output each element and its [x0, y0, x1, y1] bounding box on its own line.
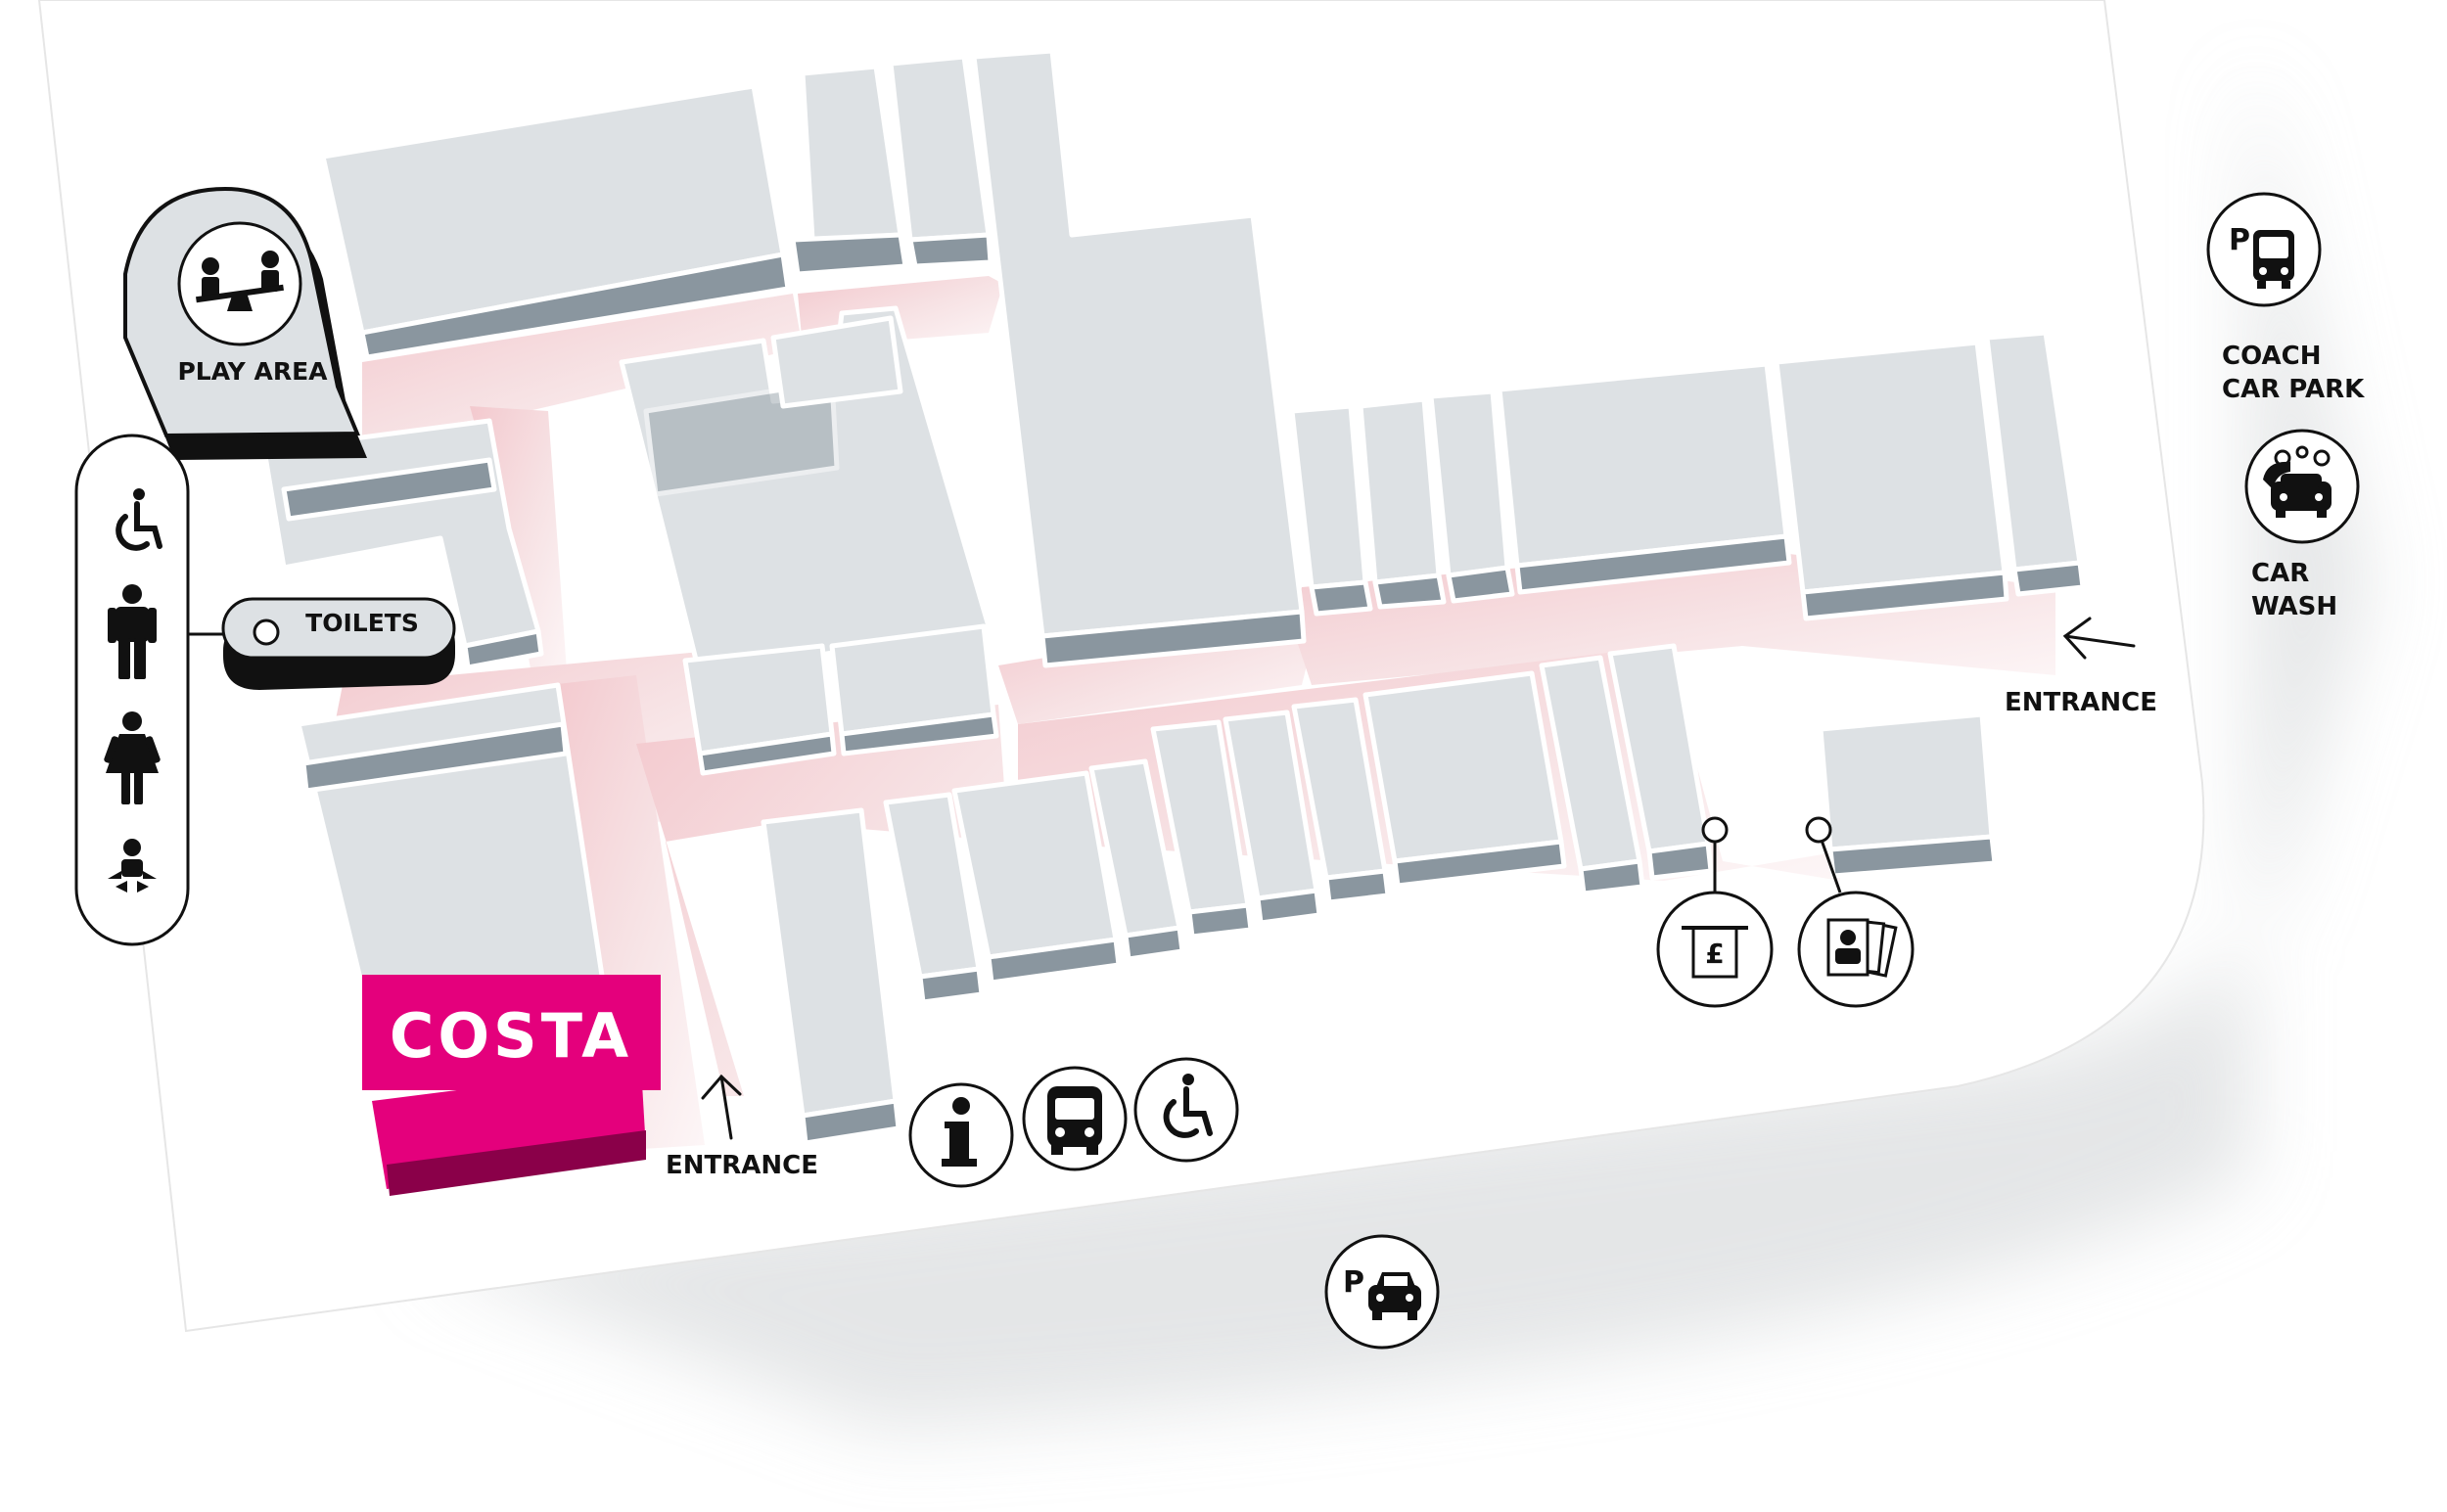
building-side — [1392, 839, 1567, 889]
bus-stop-marker[interactable] — [1022, 1066, 1128, 1171]
building-side — [1323, 868, 1391, 905]
building — [770, 315, 903, 409]
information-icon — [942, 1097, 977, 1167]
cash-machine-marker[interactable]: £ — [1656, 816, 1774, 1008]
information-marker[interactable] — [908, 1082, 1014, 1188]
building-side — [1309, 579, 1373, 617]
building-side — [1123, 925, 1185, 962]
car-wash-icon — [2263, 445, 2332, 518]
toilets-pill — [221, 597, 456, 660]
costa-building-side — [387, 1130, 646, 1196]
toilets-icon-panel — [74, 434, 190, 946]
building — [1774, 340, 2008, 595]
bus-icon — [1047, 1086, 1102, 1155]
building-side — [839, 711, 999, 756]
building-side — [907, 232, 993, 269]
building — [1362, 670, 1564, 864]
car-wash-label-2: WASH — [2251, 592, 2337, 621]
arrow-left-icon — [2062, 617, 2136, 660]
coach-car-park-label-2: CAR PARK — [2222, 375, 2365, 404]
toilets-label: TOILETS — [305, 609, 419, 637]
photo-booth-icon — [1826, 918, 1898, 978]
coach-car-park-marker[interactable]: P COACH CAR PARK — [2206, 192, 2365, 404]
coach-car-park-label-1: COACH — [2222, 342, 2321, 371]
building — [1497, 361, 1789, 569]
seesaw-icon — [196, 251, 284, 311]
car-wash-marker[interactable]: CAR WASH — [2244, 429, 2360, 621]
building-side — [697, 731, 837, 776]
cash-machine-icon: £ — [1682, 926, 1748, 979]
entrance-south-label: ENTRANCE — [666, 1151, 818, 1180]
building-side — [1514, 533, 1792, 595]
wheelchair-icon — [1163, 1074, 1213, 1138]
building-side — [1039, 609, 1307, 668]
costa-logo-text: COSTA — [390, 1000, 632, 1072]
buildings — [261, 48, 2086, 1146]
building-side — [1446, 565, 1515, 604]
woman-icon — [104, 711, 161, 804]
building-side — [1646, 841, 1714, 881]
car-wash-label-1: CAR — [2251, 559, 2309, 588]
building-side — [281, 457, 497, 522]
entrance-east-label: ENTRANCE — [2005, 688, 2157, 717]
building-side — [1186, 902, 1254, 939]
building — [1818, 711, 1995, 852]
building-side — [986, 937, 1122, 985]
play-area-icon-circle — [177, 221, 302, 346]
building-side — [790, 232, 908, 277]
photo-booth-marker[interactable] — [1797, 816, 1915, 1008]
arrow-up-icon — [701, 1074, 742, 1140]
entrance-east[interactable]: ENTRANCE — [2005, 617, 2157, 717]
play-area-marker[interactable]: PLAY AREA — [123, 186, 367, 460]
svg-text:£: £ — [1705, 938, 1724, 970]
building-side — [1578, 858, 1645, 896]
toilets-pin-dot — [253, 619, 280, 646]
building-side — [800, 1098, 901, 1146]
man-icon — [108, 584, 157, 679]
toilets-panel[interactable]: TOILETS — [74, 434, 456, 946]
svg-text:P: P — [2229, 223, 2250, 257]
building-side — [1255, 888, 1322, 926]
entrance-south[interactable]: ENTRANCE — [666, 1074, 818, 1180]
building-side — [359, 252, 791, 360]
svg-text:P: P — [1343, 1265, 1364, 1300]
costa-sign — [362, 975, 661, 1090]
car-parking-marker[interactable]: P — [1324, 1234, 1440, 1350]
building-side — [1372, 573, 1447, 610]
photo-booth-pin-dot — [1805, 816, 1832, 844]
wheelchair-icon — [115, 488, 162, 551]
building-side — [1800, 570, 2009, 621]
baby-change-icon — [108, 839, 157, 893]
car-parking-icon: P — [1343, 1265, 1421, 1320]
costa-sign-pointer — [499, 1090, 529, 1111]
building-side — [300, 721, 569, 794]
building-side — [2011, 560, 2086, 597]
accessibility-marker[interactable] — [1133, 1057, 1239, 1163]
coach-parking-icon: P — [2229, 223, 2294, 289]
cash-machine-icon-circle — [1656, 891, 1774, 1008]
cash-machine-pin-dot — [1701, 816, 1729, 844]
building-side — [643, 379, 840, 497]
building-side — [462, 628, 544, 670]
costa-unit[interactable]: COSTA — [362, 975, 661, 1196]
building-side — [917, 966, 985, 1005]
building — [1358, 396, 1442, 585]
play-area-label: PLAY AREA — [177, 357, 328, 386]
